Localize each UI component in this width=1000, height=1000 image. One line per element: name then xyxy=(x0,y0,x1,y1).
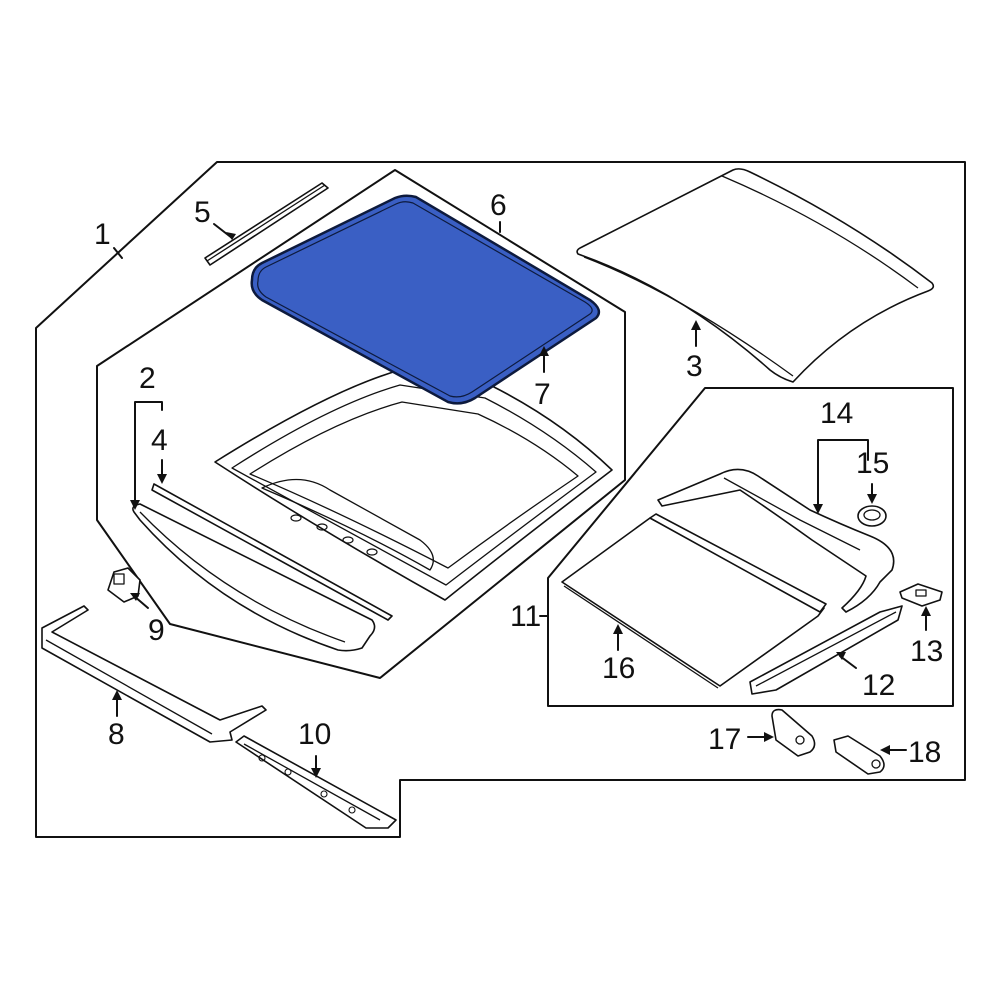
callout-15[interactable]: 15 xyxy=(856,447,889,480)
callout-8[interactable]: 8 xyxy=(108,718,125,751)
part-16-sunshade[interactable] xyxy=(561,513,827,689)
callout-16[interactable]: 16 xyxy=(602,652,635,685)
arrow-17 xyxy=(764,732,774,742)
callout-1[interactable]: 1 xyxy=(94,218,111,251)
callout-12[interactable]: 12 xyxy=(862,669,895,702)
arrow-13 xyxy=(921,606,931,616)
part-12-guide-rail[interactable] xyxy=(749,605,903,695)
part-8-front-trim[interactable] xyxy=(41,605,267,743)
part-4-seal[interactable] xyxy=(151,483,393,621)
callout-2[interactable]: 2 xyxy=(139,362,156,395)
leader-1 xyxy=(113,247,123,259)
callout-17[interactable]: 17 xyxy=(708,723,741,756)
roof-frame[interactable] xyxy=(214,369,613,601)
arrow-8 xyxy=(112,690,122,700)
part-10-rail[interactable] xyxy=(235,735,397,829)
arrow-14 xyxy=(813,504,823,514)
callout-4[interactable]: 4 xyxy=(151,424,168,457)
leader-14 xyxy=(817,439,869,509)
glass-panel-highlight xyxy=(250,194,601,405)
callout-10[interactable]: 10 xyxy=(298,718,331,751)
arrow-10 xyxy=(311,768,321,778)
arrow-4 xyxy=(157,474,167,484)
arrow-7 xyxy=(539,346,549,356)
part-3-roof-panel[interactable] xyxy=(576,168,935,383)
arrow-3 xyxy=(691,320,701,330)
part-15-grommet[interactable] xyxy=(857,505,887,527)
callout-labels: 1 2 3 4 5 6 7 8 9 10 11 12 13 14 15 16 1… xyxy=(94,189,943,769)
arrow-16 xyxy=(613,624,623,634)
callout-13[interactable]: 13 xyxy=(910,635,943,668)
callout-18[interactable]: 18 xyxy=(908,736,941,769)
arrow-18 xyxy=(880,745,890,755)
arrow-15 xyxy=(867,494,877,504)
part-17-bracket[interactable] xyxy=(771,708,816,757)
arrow-9 xyxy=(130,593,140,601)
callout-5[interactable]: 5 xyxy=(194,196,211,229)
arrow-5 xyxy=(226,232,236,240)
callout-14[interactable]: 14 xyxy=(820,397,853,430)
callout-3[interactable]: 3 xyxy=(686,350,703,383)
glass-group-outline xyxy=(96,169,626,679)
assembly-outline xyxy=(35,161,966,838)
part-18-bracket[interactable] xyxy=(833,735,885,775)
arrow-12 xyxy=(836,652,846,660)
part-13-bracket[interactable] xyxy=(899,583,943,607)
part-6-glass-panel[interactable] xyxy=(250,194,601,405)
callout-9[interactable]: 9 xyxy=(148,614,165,647)
callout-11[interactable]: 11 xyxy=(510,600,541,633)
leader-2 xyxy=(134,401,163,506)
shade-group-outline xyxy=(547,387,954,707)
part-5-molding[interactable] xyxy=(204,182,329,266)
callout-7[interactable]: 7 xyxy=(534,378,551,411)
part-2-deflector[interactable] xyxy=(132,503,376,652)
arrow-2 xyxy=(130,500,140,510)
callout-6[interactable]: 6 xyxy=(490,189,507,222)
part-14-frame[interactable] xyxy=(657,468,895,613)
